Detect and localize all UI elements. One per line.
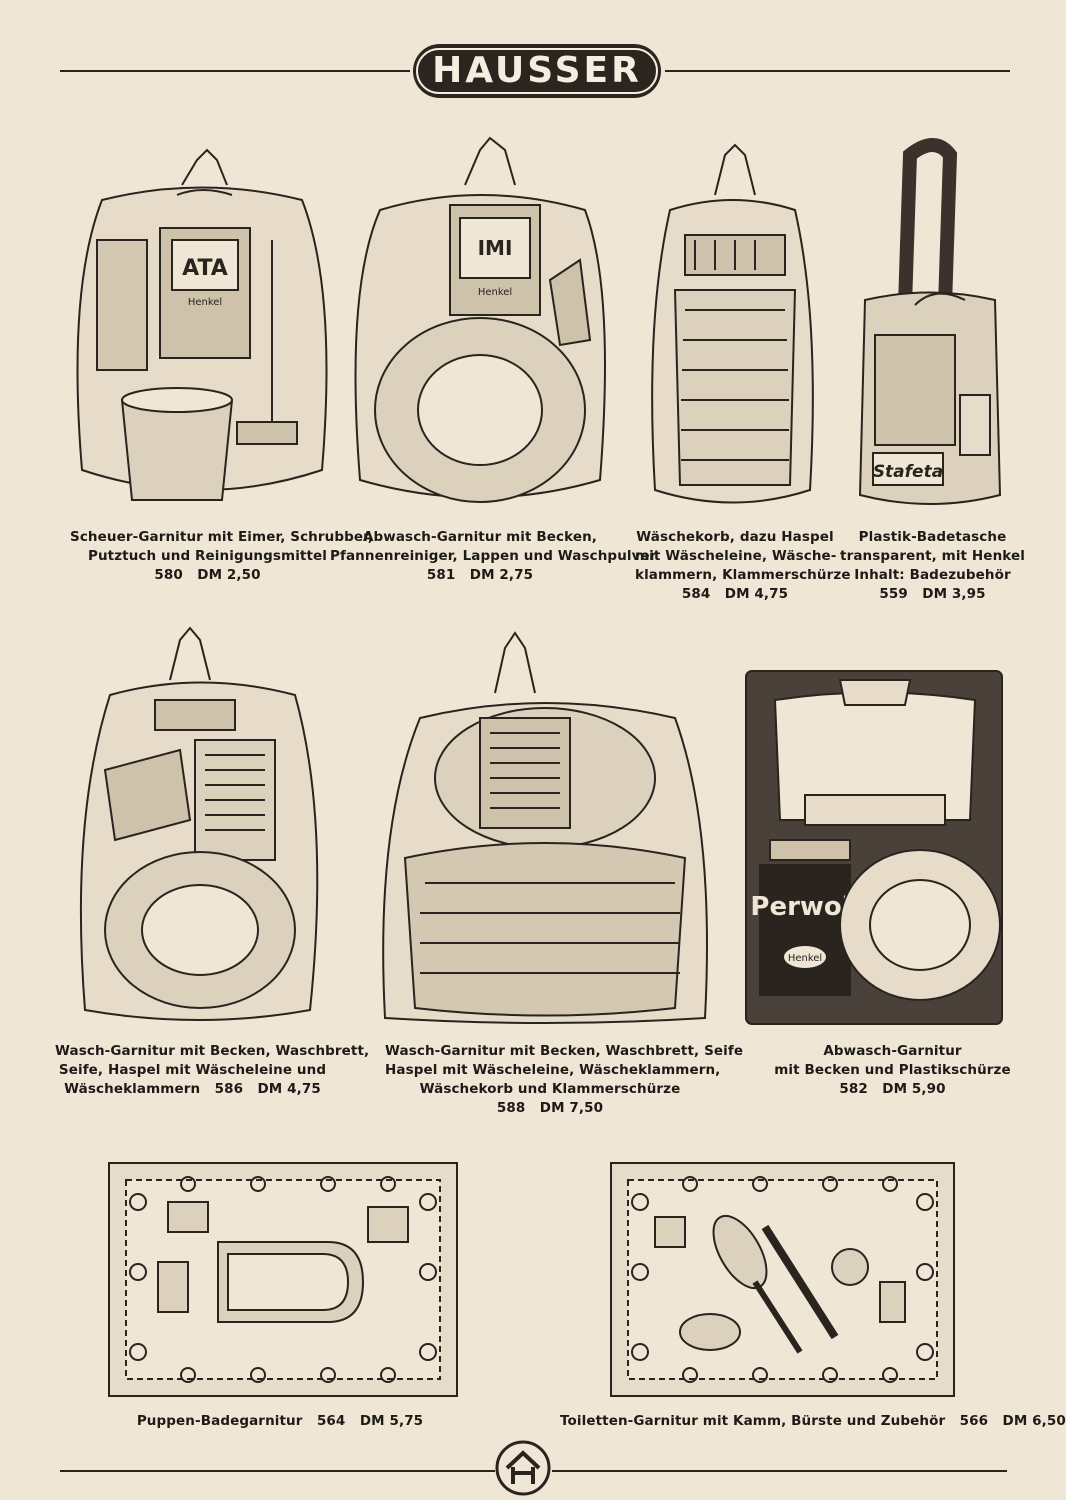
price: DM 2,75 xyxy=(469,567,534,583)
price-line: 580 DM 2,50 xyxy=(70,566,345,585)
price: DM 4,75 xyxy=(257,1081,321,1097)
caption-line: Abwasch-Garnitur mit Becken, xyxy=(362,529,598,545)
footer-rule-right xyxy=(552,1470,1007,1472)
product-caption-588: Wasch-Garnitur mit Becken, Waschbrett, S… xyxy=(385,1042,744,1118)
caption-text: Puppen-Badegarnitur xyxy=(136,1413,303,1429)
caption-line: Scheuer-Garnitur mit Eimer, Schrubber, xyxy=(70,529,374,545)
product-illustration-559: Stafeta xyxy=(858,138,1002,505)
article-number: 581 xyxy=(426,567,456,583)
product-caption-564: Puppen-Badegarnitur 564 DM 5,75 xyxy=(135,1412,425,1431)
price: DM 4,75 xyxy=(724,586,789,602)
caption-line: transparent, mit Henkel xyxy=(840,548,1025,564)
caption-line: Wasch-Garnitur mit Becken, Waschbrett, S… xyxy=(385,1043,744,1059)
header-rule-right xyxy=(665,70,1010,72)
price-line: 584 DM 4,75 xyxy=(635,585,835,604)
product-caption-584: Wäschekorb, dazu Haspel mit Wäscheleine,… xyxy=(635,528,851,604)
caption-line: Haspel mit Wäscheleine, Wäscheklammern, xyxy=(385,1062,721,1078)
article-number: 566 xyxy=(959,1413,989,1429)
caption-line: Pfannenreiniger, Lappen und Waschpulver xyxy=(330,548,657,564)
product-illustration-586 xyxy=(79,626,319,1021)
price-line: 582 DM 5,90 xyxy=(770,1080,1015,1099)
caption-line: klammern, Klammerschürze xyxy=(635,567,851,583)
article-number: 564 xyxy=(316,1413,346,1429)
product-caption-566: Toiletten-Garnitur mit Kamm, Bürste und … xyxy=(560,1412,1066,1431)
pack-maker-580: Henkel xyxy=(188,297,222,308)
product-illustration-580: ATA Henkel xyxy=(76,148,328,501)
caption-text: Toiletten-Garnitur mit Kamm, Bürste und … xyxy=(560,1413,946,1429)
price: DM 2,50 xyxy=(197,567,261,583)
caption-line: Wäschekorb und Klammerschürze xyxy=(419,1081,681,1097)
price: DM 5,90 xyxy=(882,1081,946,1097)
pack-label-559: Stafeta xyxy=(873,462,943,482)
product-illustration-566 xyxy=(610,1162,955,1397)
caption-line: Abwasch-Garnitur xyxy=(823,1043,962,1059)
product-illustration-584 xyxy=(651,143,814,504)
product-illustration-588 xyxy=(382,631,708,1024)
product-caption-581: Abwasch-Garnitur mit Becken, Pfannenrein… xyxy=(330,528,657,585)
product-caption-586: Wasch-Garnitur mit Becken, Waschbrett, S… xyxy=(55,1042,370,1099)
product-caption-559: Plastik-Badetasche transparent, mit Henk… xyxy=(840,528,1025,604)
article-number: 586 xyxy=(214,1081,244,1097)
caption-line: mit Becken und Plastikschürze xyxy=(774,1062,1011,1078)
article-number: 584 xyxy=(681,586,711,602)
caption-line: Inhalt: Badezubehör xyxy=(854,567,1011,583)
caption-line: Plastik-Badetasche xyxy=(858,529,1007,545)
pack-maker-581: Henkel xyxy=(478,287,512,298)
article-number: 582 xyxy=(839,1081,868,1097)
caption-line: Puppen-Badegarnitur 564 DM 5,75 xyxy=(135,1412,425,1431)
caption-line: mit Wäscheleine, Wäsche- xyxy=(635,548,837,564)
brand-name: HAUSSER xyxy=(416,48,658,94)
price: DM 6,50 xyxy=(1002,1413,1066,1429)
product-caption-582: Abwasch-Garnitur mit Becken und Plastiks… xyxy=(770,1042,1015,1099)
price-line: 581 DM 2,75 xyxy=(330,566,630,585)
footer-rule-left xyxy=(60,1470,495,1472)
price-line: 588 DM 7,50 xyxy=(385,1099,715,1118)
pack-maker-582: Henkel xyxy=(788,953,822,964)
product-illustration-564 xyxy=(108,1162,458,1397)
caption-line: Wäscheklammern 586 DM 4,75 xyxy=(55,1080,330,1099)
price: DM 7,50 xyxy=(539,1100,604,1116)
product-illustration-581: IMI Henkel xyxy=(354,136,606,503)
caption-line: Toiletten-Garnitur mit Kamm, Bürste und … xyxy=(560,1412,1066,1431)
caption-text: Wäscheklammern xyxy=(64,1081,201,1097)
caption-line: Wasch-Garnitur mit Becken, Waschbrett, xyxy=(55,1043,370,1059)
house-logo-icon xyxy=(495,1440,551,1496)
price: DM 3,95 xyxy=(922,586,986,602)
pack-label-580: ATA xyxy=(182,256,228,281)
caption-line: Wäschekorb, dazu Haspel xyxy=(636,529,834,545)
header-rule-left xyxy=(60,70,410,72)
brand-logo: HAUSSER xyxy=(413,44,661,98)
caption-line: Putztuch und Reinigungsmittel xyxy=(87,548,328,564)
price: DM 5,75 xyxy=(359,1413,424,1429)
caption-line: Seife, Haspel mit Wäscheleine und xyxy=(58,1062,327,1078)
pack-label-581: IMI xyxy=(478,236,513,260)
article-number: 580 xyxy=(154,567,183,583)
article-number: 588 xyxy=(496,1100,526,1116)
price-line: 559 DM 3,95 xyxy=(840,585,1025,604)
article-number: 559 xyxy=(879,586,908,602)
product-caption-580: Scheuer-Garnitur mit Eimer, Schrubber, P… xyxy=(70,528,374,585)
product-illustration-582: Perwoll Henkel xyxy=(745,670,1003,1025)
